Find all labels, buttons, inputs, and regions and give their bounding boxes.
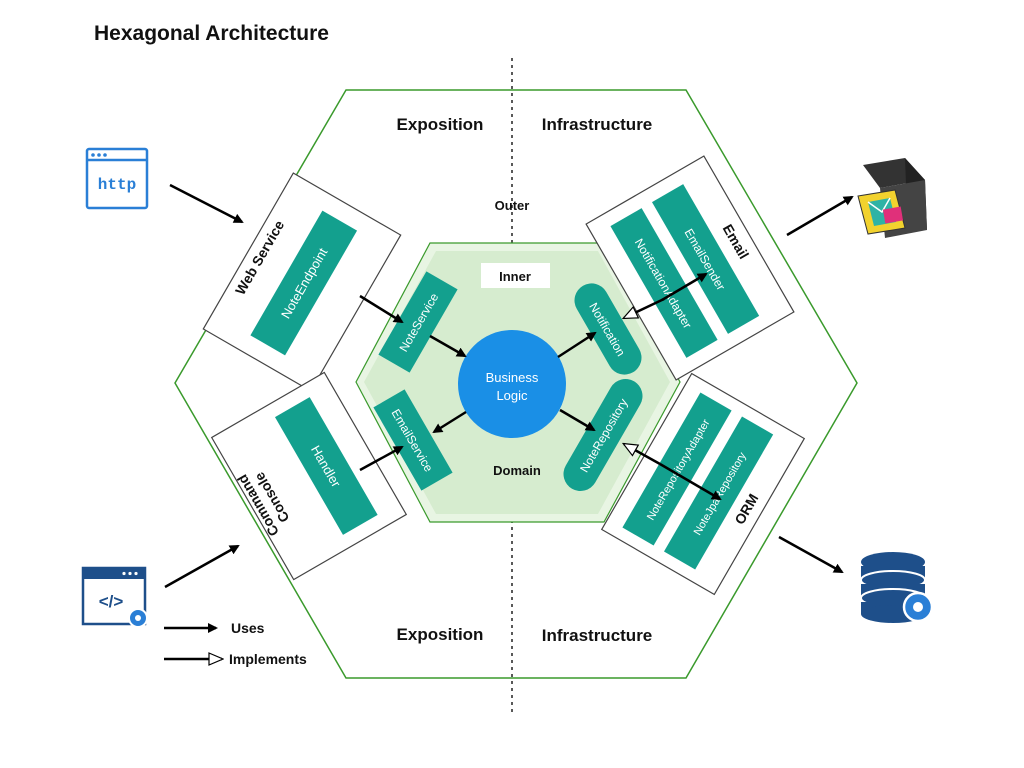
- arrow-console-to-command: [164, 544, 240, 589]
- arrow-core-to-noterepository: [559, 408, 596, 432]
- arrow-noteservice-to-core: [429, 334, 467, 358]
- inner-label: Inner: [499, 269, 531, 284]
- exposition-bottom-label: Exposition: [397, 625, 484, 644]
- arrow-endpoint-to-noteservice: [359, 294, 404, 324]
- web-service-adapter: Web Service NoteEndpoint: [202, 172, 402, 392]
- arrow-core-to-emailservice: [432, 410, 467, 434]
- business-logic-core: [458, 330, 566, 438]
- database-icon: [860, 552, 934, 623]
- business-logic-line2: Logic: [496, 388, 528, 403]
- notification-adapter-component: [610, 208, 718, 358]
- arrow-http-to-webservice: [169, 183, 244, 224]
- note-endpoint-component: [250, 210, 358, 356]
- http-icon-label: http: [98, 176, 136, 194]
- legend-uses-label: Uses: [231, 620, 265, 636]
- infrastructure-bottom-label: Infrastructure: [542, 626, 653, 645]
- arrow-email-to-printer: [786, 195, 854, 237]
- arrow-reporadapter-implements-noterepository: [624, 444, 661, 466]
- http-browser-icon: http: [85, 147, 149, 210]
- exposition-top-label: Exposition: [397, 115, 484, 134]
- outer-label: Outer: [495, 198, 530, 213]
- note-repository-adapter-component: [622, 392, 732, 546]
- arrow-adapter-to-emailsender: [661, 272, 708, 302]
- orm-adapter: NoteRepositoryAdapter NoteJpaRepository …: [600, 372, 806, 596]
- business-logic-line1: Business: [486, 370, 539, 385]
- code-icon-label: </>: [99, 592, 124, 611]
- arrow-notificationadapter-implements-notification: [624, 297, 665, 320]
- legend-implements-label: Implements: [229, 651, 307, 667]
- email-sender-component: [652, 184, 760, 334]
- console-code-icon: </>: [81, 566, 148, 628]
- arrow-core-to-notification: [557, 331, 597, 359]
- arrow-orm-to-database: [778, 535, 844, 574]
- printer-email-icon: [857, 158, 927, 238]
- inner-label-box: [481, 263, 550, 288]
- arrow-repoadapter-to-jparepository: [659, 462, 722, 501]
- console-command-adapter: Handler Console Command: [210, 371, 408, 581]
- domain-label: Domain: [493, 463, 541, 478]
- page-title: Hexagonal Architecture: [94, 22, 329, 45]
- arrow-handler-to-emailservice: [359, 445, 404, 472]
- infrastructure-top-label: Infrastructure: [542, 115, 653, 134]
- handler-component: [275, 397, 378, 535]
